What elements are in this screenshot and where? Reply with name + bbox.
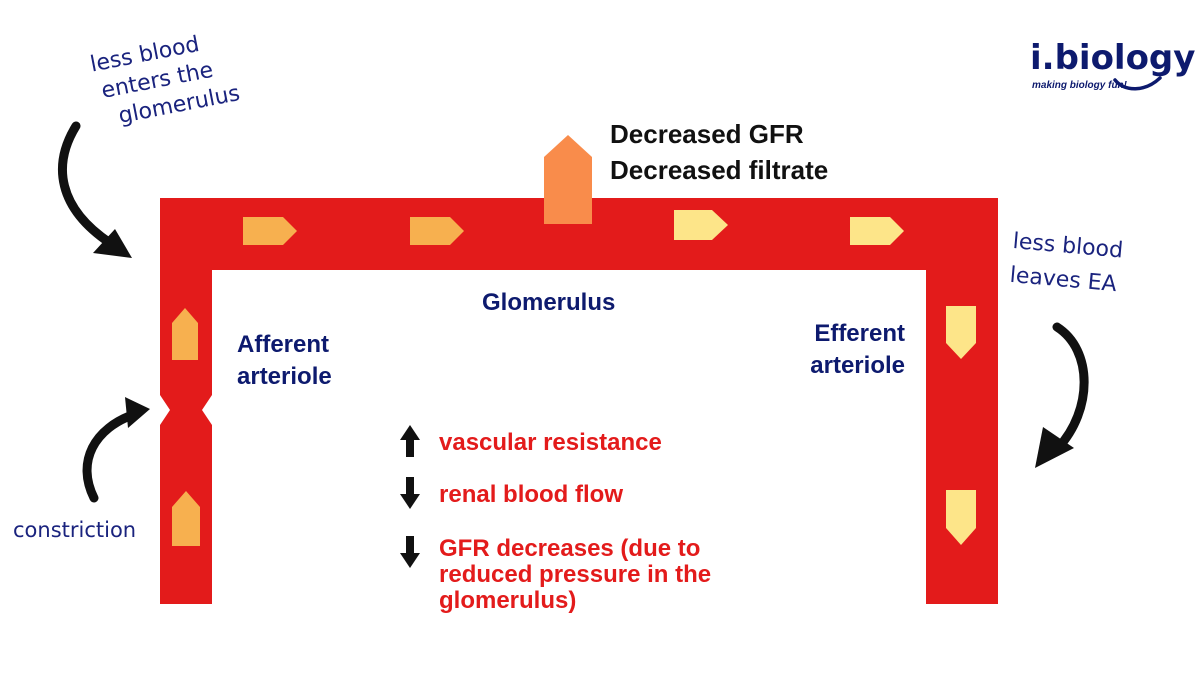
afferent-line-1: Afferent [237,331,330,358]
curved-arrow-constriction-icon [82,397,150,503]
logo-tagline: making biology fun! [1032,80,1127,91]
efferent-line-2: arteriole [810,352,905,379]
glomerulus-flow-arrow-3 [674,210,728,240]
effect-gfr-decreases: GFR decreases (due to reduced pressure i… [439,536,711,614]
efferent-line-1: Efferent [814,320,905,347]
efferent-arteriole-label: Efferent arteriole [760,318,905,382]
logo-smile-icon [1113,76,1162,91]
filtrate-arrow [544,135,592,224]
effect-vascular-resistance: vascular resistance [439,429,662,456]
afferent-flow-arrow-2 [172,491,200,546]
arrow-up-icon [400,425,420,457]
decreased-filtrate-label: Decreased filtrate [610,155,829,185]
constriction-label: constriction [13,518,137,542]
glomerulus-flow-arrow-4 [850,217,904,245]
decreased-gfr-label: Decreased GFR [610,119,804,149]
efferent-flow-arrow-1 [946,306,976,359]
arrow-down-icon [400,477,420,509]
glomerulus-flow-arrow-1 [243,217,297,245]
glomerulus-flow-arrow-2 [410,217,464,245]
logo-wordmark: i.biology [1030,38,1196,78]
effect-gfr-line-1: GFR decreases (due to [439,535,701,562]
afferent-flow-arrow-1 [172,308,198,360]
efferent-flow-arrow-2 [946,490,976,545]
curved-arrow-leaves-icon [1035,322,1089,468]
effect-gfr-line-2: reduced pressure in the [439,561,712,588]
afferent-arteriole-label: Afferent arteriole [237,329,332,393]
effect-gfr-line-3: glomerulus) [439,587,577,614]
afferent-arteriole-vessel [160,198,212,604]
glomerulus-label: Glomerulus [482,289,616,316]
afferent-line-2: arteriole [237,363,332,390]
curved-arrow-enters-icon [58,121,132,258]
effect-renal-blood-flow: renal blood flow [439,481,623,508]
arrow-down-icon [400,536,420,568]
